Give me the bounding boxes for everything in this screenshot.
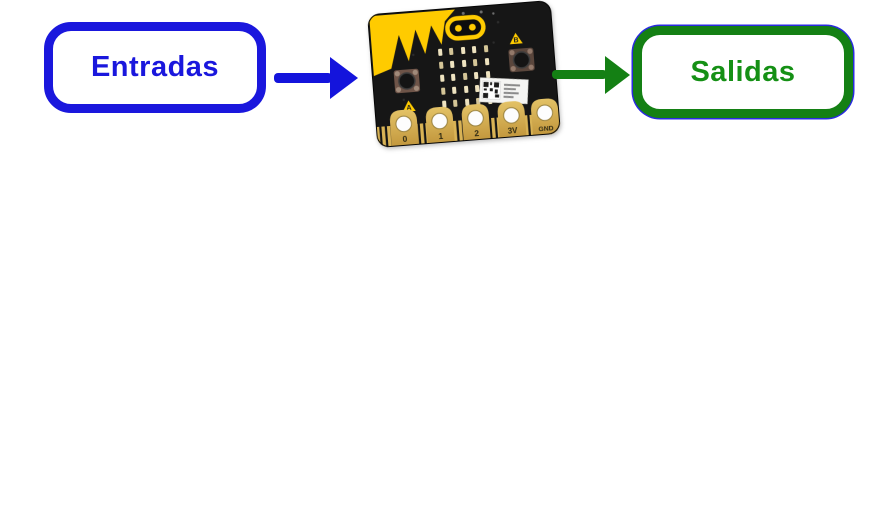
pad-gnd: GND — [531, 98, 560, 136]
svg-text:B: B — [513, 37, 519, 44]
salidas-label: Salidas — [690, 55, 796, 88]
led-matrix — [438, 45, 493, 108]
entradas-box: Entradas — [44, 22, 266, 113]
salidas-box: Salidas — [633, 26, 853, 118]
button-a — [393, 68, 421, 94]
svg-text:3V: 3V — [507, 126, 518, 136]
button-b-marker: B — [509, 32, 523, 45]
svg-text:0: 0 — [402, 134, 408, 144]
microbit-logo-icon — [445, 14, 486, 41]
output-arrow-icon — [552, 56, 630, 94]
svg-text:1: 1 — [438, 131, 444, 141]
entradas-label: Entradas — [90, 51, 220, 83]
pad-3v: 3V — [497, 101, 527, 139]
button-a-marker: A — [402, 100, 416, 112]
svg-text:2: 2 — [474, 128, 480, 138]
pad-1: 1 — [425, 106, 455, 145]
edge-connector: 0 1 2 3V — [375, 98, 561, 149]
zigzag-decal — [369, 9, 455, 77]
pad-2: 2 — [461, 104, 491, 142]
svg-text:A: A — [406, 105, 412, 112]
input-arrow-icon — [274, 57, 358, 99]
button-b — [508, 47, 535, 73]
product-sticker — [478, 77, 529, 105]
microbit-board: A B — [367, 0, 561, 149]
pad-0: 0 — [390, 109, 419, 147]
svg-text:GND: GND — [538, 125, 554, 133]
